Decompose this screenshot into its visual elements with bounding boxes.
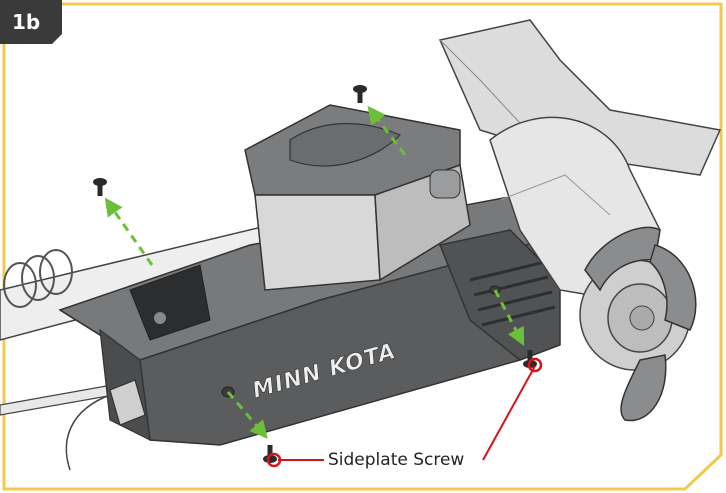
coiled-cable xyxy=(3,249,73,308)
product-label xyxy=(129,264,211,341)
arrow-down-icon xyxy=(493,289,525,346)
callout-label: Sideplate Screw xyxy=(328,450,465,470)
arrow-up-left-icon xyxy=(104,197,154,266)
callout-target-left xyxy=(266,452,282,468)
arrow-up-left-icon xyxy=(367,105,407,156)
upper-mount xyxy=(244,104,471,291)
propeller-lower-blade xyxy=(620,354,667,422)
callout-leader xyxy=(278,365,536,461)
screw-icon xyxy=(263,445,277,463)
screw-icon xyxy=(93,178,107,196)
propeller-hub xyxy=(579,226,697,422)
screw-icon xyxy=(353,85,367,103)
arrow-down-icon xyxy=(226,391,268,439)
step-badge: 1b xyxy=(12,10,41,34)
step-badge-bg xyxy=(0,0,62,44)
callout-target-right xyxy=(527,357,543,373)
